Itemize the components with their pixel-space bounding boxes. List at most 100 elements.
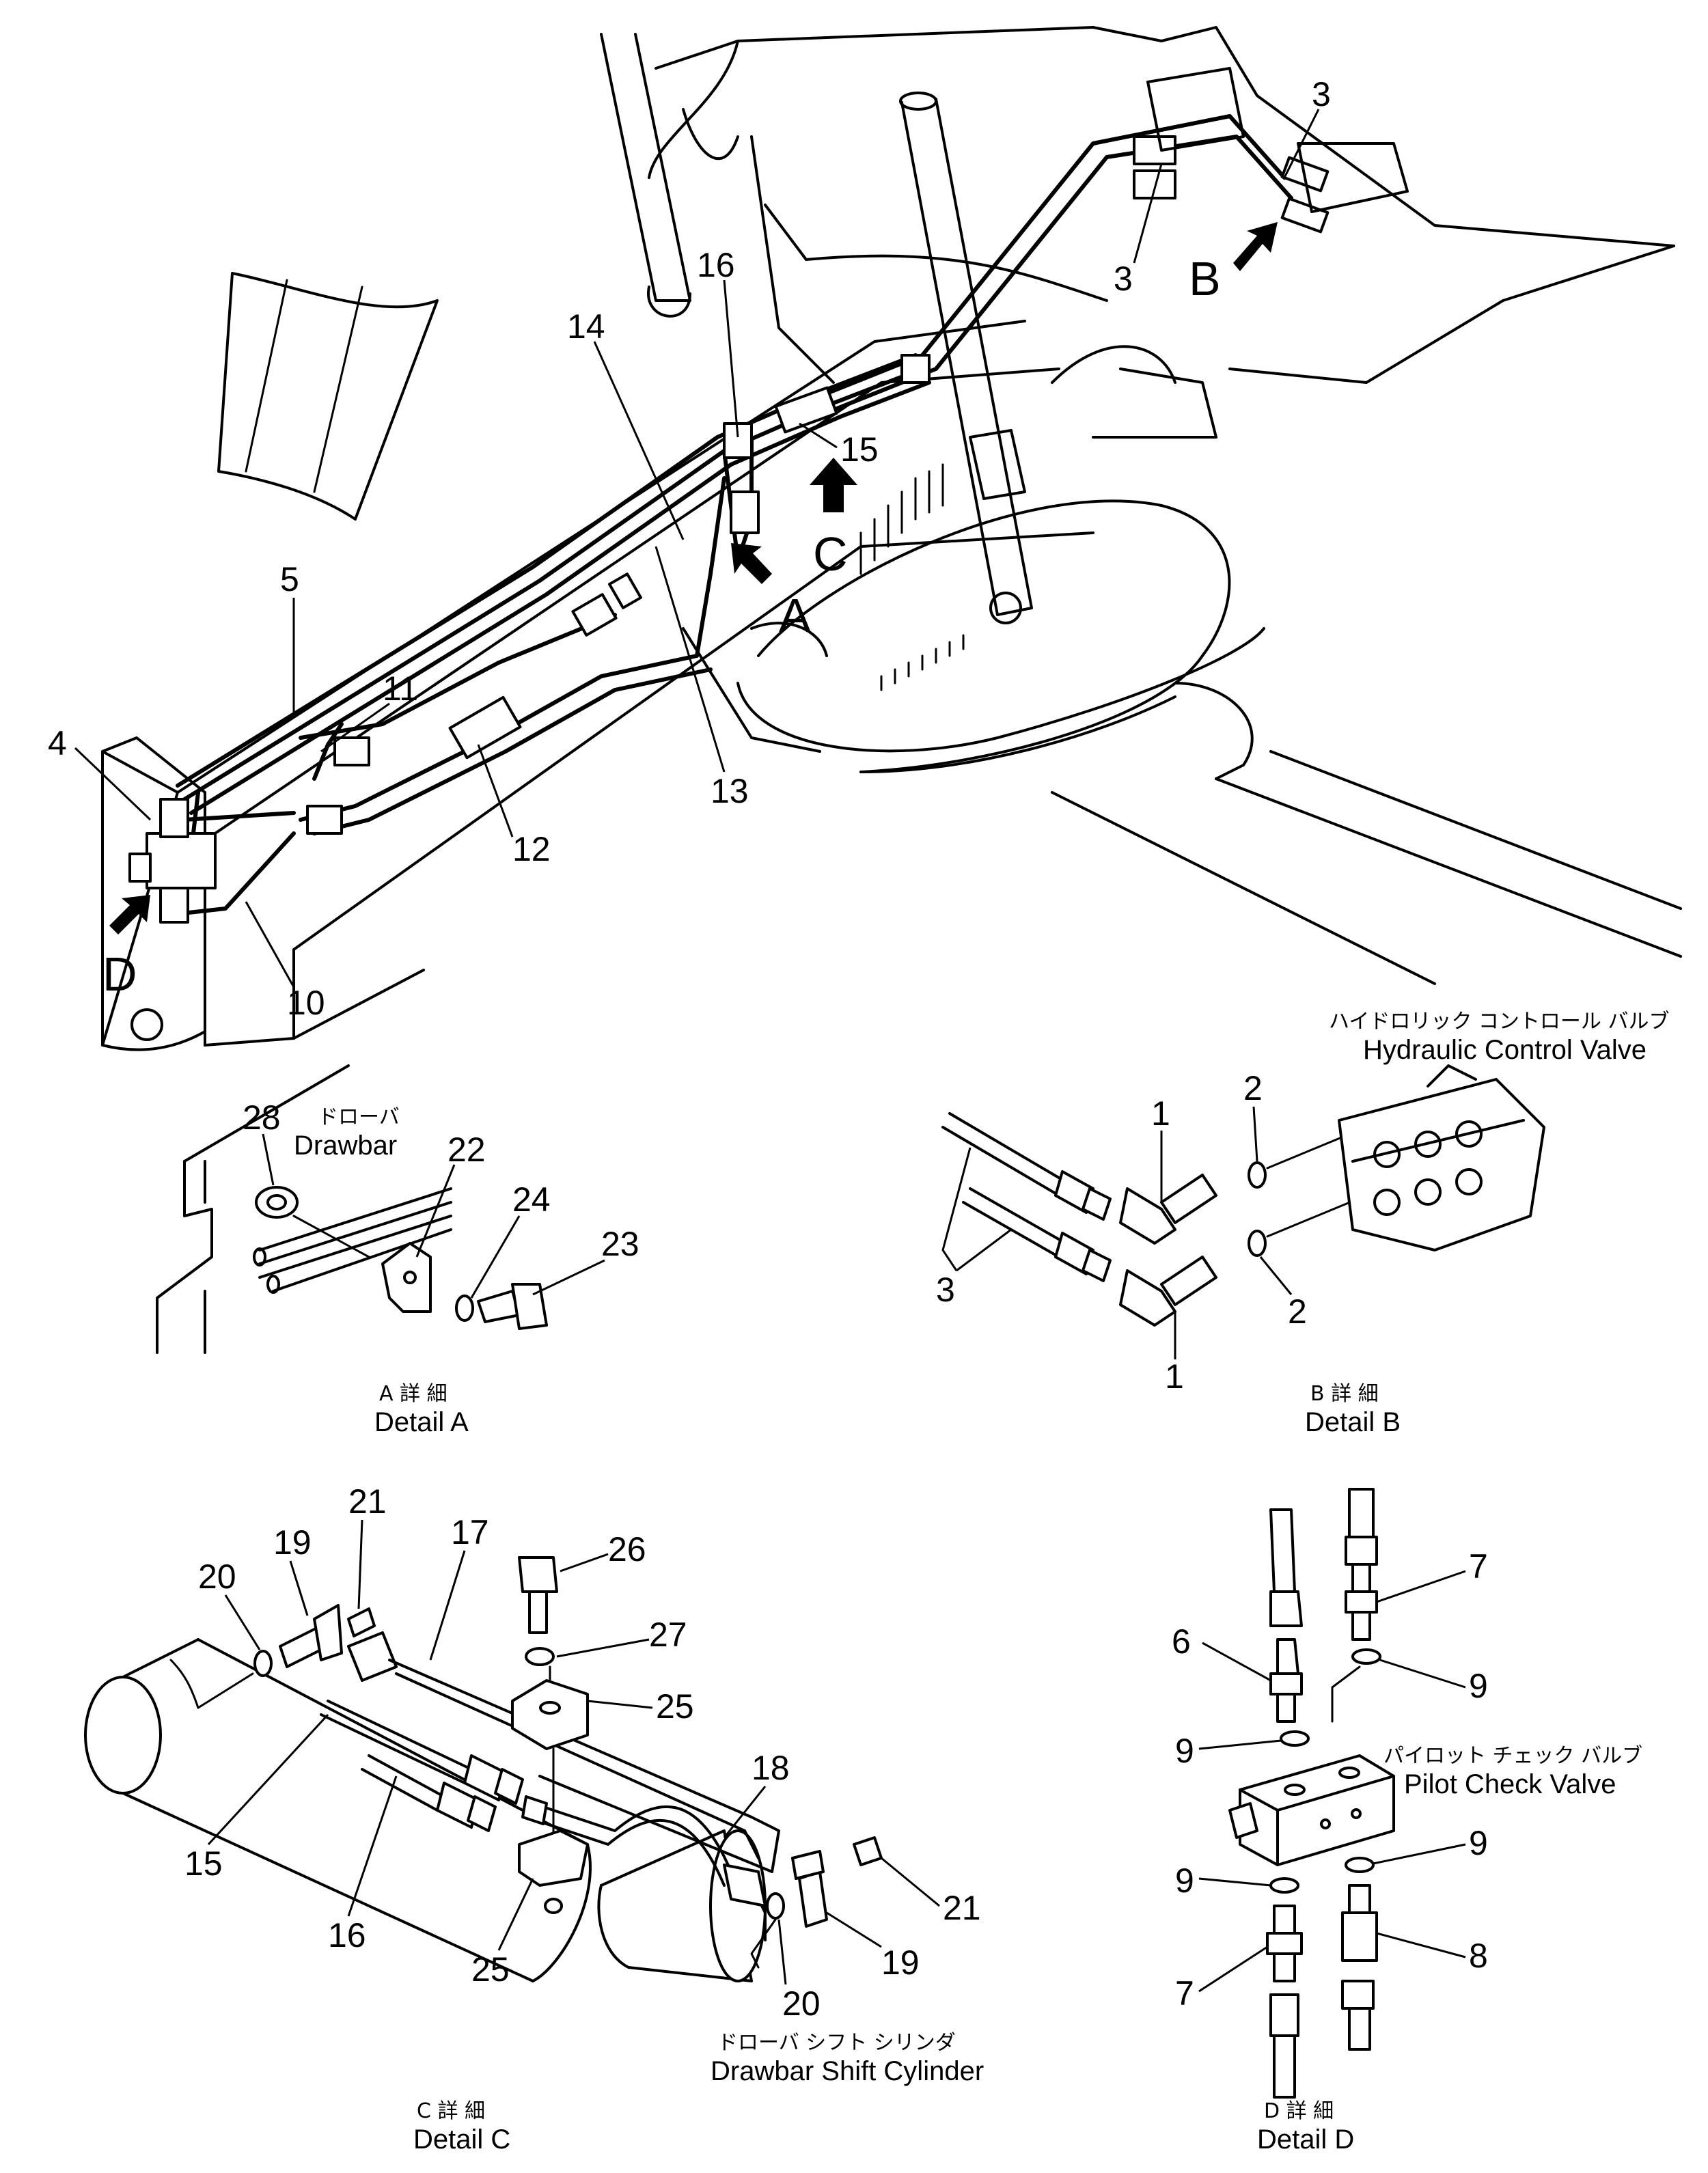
svg-text:4: 4 — [48, 724, 67, 762]
callout-4: 4 — [48, 724, 152, 821]
plug-21-lower — [853, 1836, 883, 1866]
bolt-23 — [477, 1283, 548, 1330]
control-valve-label-jp: ハイドロリック コントロール バルブ — [1329, 1010, 1669, 1034]
hose-16 — [361, 1754, 497, 1832]
callout-21-upper: 21 — [348, 1482, 387, 1521]
plug-21-upper — [347, 1607, 376, 1637]
pilot-check-valve-label-jp: パイロット チェック バルブ — [1383, 1744, 1642, 1768]
callout-14: 14 — [567, 307, 685, 540]
callout-26: 26 — [608, 1530, 646, 1568]
svg-text:12: 12 — [512, 830, 551, 868]
view-arrow-b: B — [1189, 222, 1278, 305]
adapter-7-upper — [1345, 1563, 1378, 1641]
callout-22: 22 — [447, 1131, 486, 1169]
hose-15 — [320, 1700, 524, 1805]
drawbar-label: Drawbar — [294, 1131, 397, 1161]
washer-27 — [525, 1647, 555, 1666]
o-ring-20-upper — [253, 1650, 273, 1677]
callout-13: 13 — [655, 546, 749, 810]
o-ring-9-d — [1269, 1877, 1299, 1894]
callout-19-upper: 19 — [273, 1523, 312, 1562]
drawbar-shift-cylinder-right — [597, 1829, 767, 1982]
callout-1-upper: 1 — [1151, 1094, 1170, 1133]
tube-18 — [521, 1795, 767, 1907]
pilot-check-valve — [1228, 1754, 1395, 1866]
callout-2-lower: 2 — [1288, 1292, 1307, 1331]
control-valve — [1146, 67, 1409, 213]
svg-text:11: 11 — [383, 669, 418, 708]
svg-text:A: A — [779, 589, 811, 642]
o-ring-2-upper — [1248, 1161, 1267, 1189]
callout-21-lower: 21 — [943, 1889, 981, 1927]
callout-18: 18 — [752, 1749, 790, 1787]
clamp-25-upper — [511, 1679, 589, 1750]
svg-text:3: 3 — [1114, 260, 1133, 298]
callout-1-lower: 1 — [1165, 1357, 1184, 1396]
svg-text:15: 15 — [840, 430, 879, 469]
svg-text:C: C — [813, 527, 848, 581]
pilot-check-valve — [128, 798, 217, 924]
bushing-28 — [255, 1186, 299, 1219]
callout-20-upper: 20 — [198, 1558, 236, 1596]
adapter-6 — [1269, 1638, 1303, 1723]
washer-24 — [455, 1295, 474, 1322]
callout-6: 6 — [1172, 1622, 1191, 1661]
main-assembly-view: 3 3 16 14 15 5 11 4 — [48, 26, 1682, 1051]
detail-a-caption-jp: A 詳 細 — [379, 1382, 447, 1406]
callout-12: 12 — [477, 744, 551, 868]
callout-7-lower: 7 — [1175, 1974, 1194, 2012]
svg-text:14: 14 — [567, 307, 605, 346]
detail-b-caption: Detail B — [1305, 1407, 1401, 1437]
callout-15: 15 — [184, 1844, 223, 1883]
callout-16: 16 — [328, 1916, 366, 1954]
hydraulic-control-valve — [1338, 1064, 1545, 1251]
o-ring-2-lower — [1248, 1230, 1267, 1257]
tube-17 — [347, 1631, 780, 1873]
callout-9-d: 9 — [1175, 1861, 1194, 1900]
control-valve-label: Hydraulic Control Valve — [1363, 1035, 1647, 1065]
callout-17: 17 — [451, 1513, 489, 1551]
pilot-check-valve-label: Pilot Check Valve — [1404, 1769, 1616, 1799]
svg-text:3: 3 — [1312, 75, 1331, 113]
callout-15: 15 — [799, 422, 879, 469]
svg-text:10: 10 — [287, 984, 325, 1022]
drawbar-shift-cylinder-left — [84, 1638, 592, 1982]
detail-b: 1 2 3 2 1 ハイドロリック コントロール バルブ Hydraulic C… — [936, 1010, 1669, 1437]
callout-19-lower: 19 — [881, 1943, 920, 1982]
callout-11: 11 — [320, 669, 418, 753]
callout-20-lower: 20 — [782, 1984, 821, 2023]
detail-a: 28 22 24 23 ドローバ Drawbar A 詳 細 Detail A — [156, 1064, 639, 1437]
callout-3-lower: 3 — [1114, 163, 1163, 298]
drawbar-label-jp: ドローバ — [318, 1105, 400, 1129]
callout-5: 5 — [280, 560, 299, 717]
callout-25-lower: 25 — [471, 1950, 510, 1989]
callout-3-upper: 3 — [1283, 75, 1331, 178]
elbow-19-lower — [791, 1850, 828, 1928]
view-arrow-a: A — [731, 543, 811, 642]
clamp-25-lower — [518, 1829, 589, 1914]
o-ring-9-a — [1351, 1648, 1381, 1665]
adapter-8 — [1341, 1884, 1378, 1962]
callout-16: 16 — [697, 246, 739, 438]
callout-24: 24 — [512, 1180, 551, 1219]
o-ring-9-c — [1345, 1857, 1375, 1873]
detail-d-caption-jp: D 詳 細 — [1264, 2099, 1334, 2123]
elbow-19-upper — [279, 1604, 343, 1668]
svg-text:D: D — [102, 947, 137, 1001]
svg-text:B: B — [1189, 252, 1221, 305]
elbow-1-lower — [1119, 1256, 1217, 1327]
detail-c-caption-jp: C 詳 細 — [417, 2099, 485, 2123]
detail-b-caption-jp: B 詳 細 — [1310, 1382, 1379, 1406]
detail-c: 21 17 26 19 20 27 25 18 15 16 25 21 19 2… — [84, 1482, 984, 2155]
callout-3: 3 — [936, 1271, 955, 1309]
shift-cylinder-label-jp: ドローバ シフト シリンダ — [717, 2031, 956, 2055]
detail-a-caption: Detail A — [374, 1407, 469, 1437]
callout-2-upper: 2 — [1243, 1069, 1263, 1107]
elbow-1-upper — [1119, 1174, 1217, 1245]
callout-8: 8 — [1469, 1937, 1488, 1975]
clamp-22 — [381, 1242, 432, 1313]
detail-d-caption: Detail D — [1257, 2124, 1354, 2155]
view-arrow-d: D — [102, 895, 150, 1001]
shift-cylinder-label: Drawbar Shift Cylinder — [711, 2056, 984, 2086]
